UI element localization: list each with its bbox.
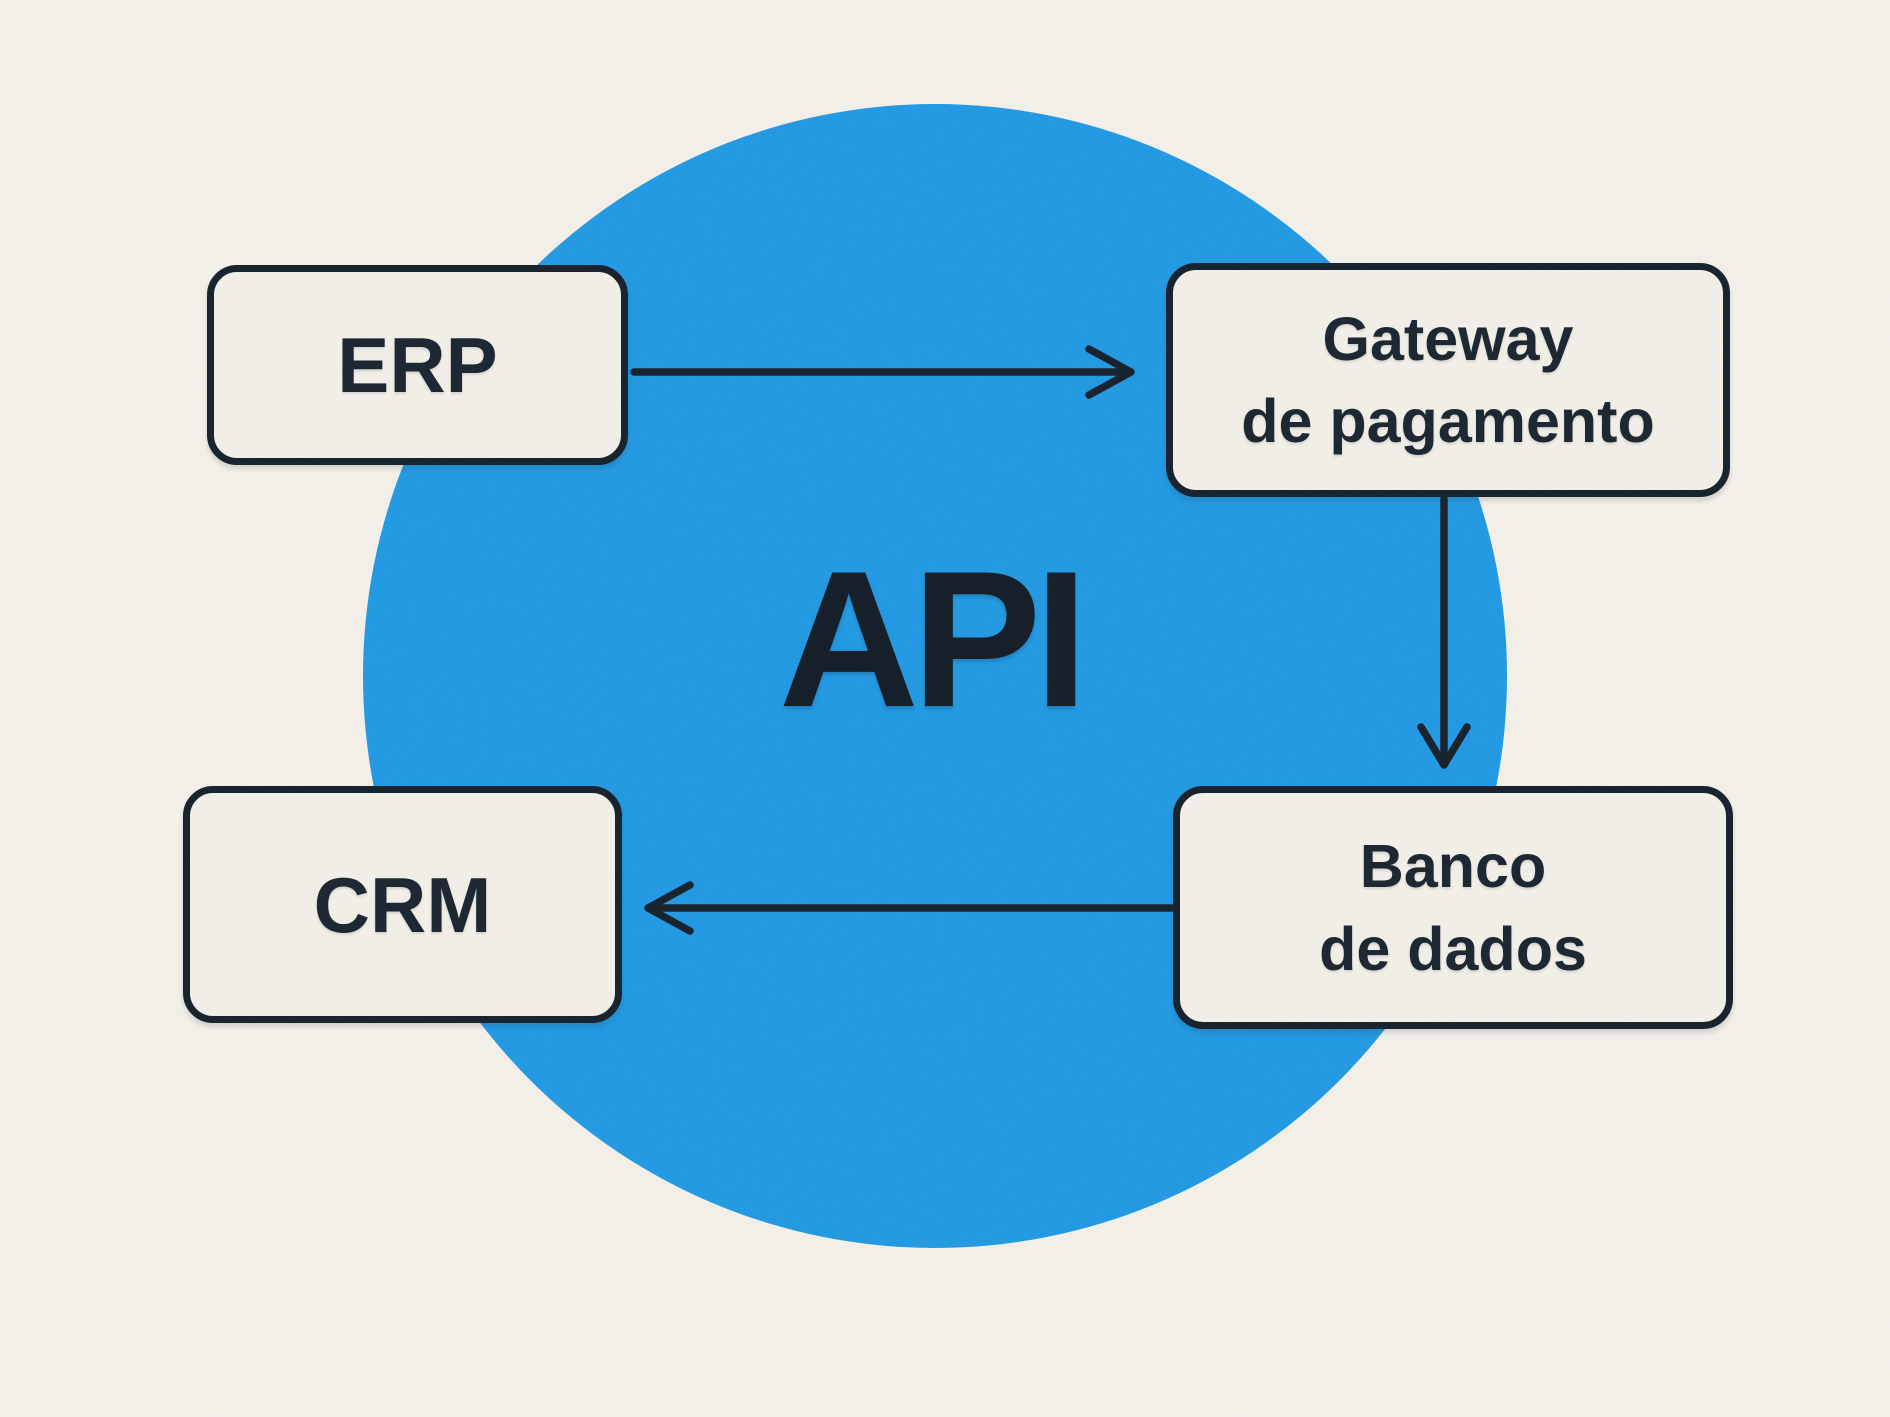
node-crm-label: CRM <box>313 860 492 949</box>
node-payment-gateway: Gateway de pagamento <box>1166 263 1730 497</box>
node-crm: CRM <box>183 786 622 1023</box>
node-database: Banco de dados <box>1173 786 1733 1029</box>
arrow-database-to-crm <box>644 881 1175 935</box>
node-erp: ERP <box>207 265 628 465</box>
api-hub-label: API <box>778 531 1088 748</box>
arrow-gateway-to-database <box>1417 495 1471 769</box>
node-payment-gateway-label: Gateway de pagamento <box>1241 304 1655 455</box>
node-database-label: Banco de dados <box>1319 832 1587 983</box>
arrow-erp-to-gateway <box>630 345 1135 399</box>
node-erp-label: ERP <box>337 321 498 409</box>
